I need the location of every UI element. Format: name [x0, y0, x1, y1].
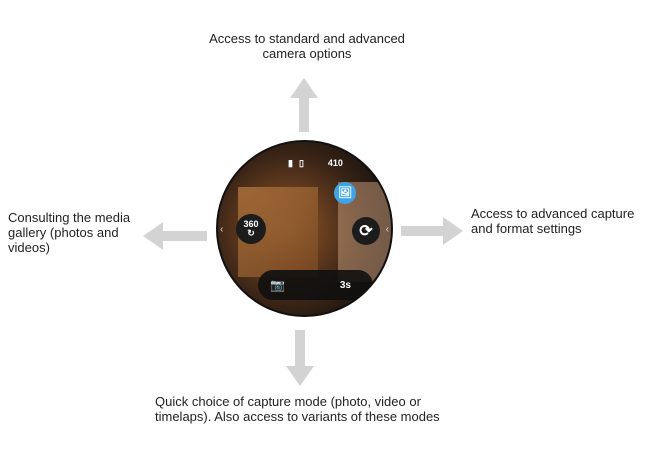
gallery-icon: 🖼	[338, 186, 352, 199]
timer-value: 3s	[339, 279, 351, 291]
battery-icon: ▮	[288, 157, 293, 168]
shots-remaining: 410	[327, 157, 343, 168]
annotation-top: Access to standard and advanced camera o…	[209, 31, 405, 61]
arrow-left-icon	[143, 222, 207, 250]
watch-screen: ▮ ▯ 410 🖼 360↻ ⟳ 📷 3s ‹ ‹	[216, 140, 393, 317]
camera-icon: 📷	[270, 277, 285, 292]
arrow-right-icon	[401, 217, 463, 245]
rotate-360-icon: ↻	[247, 228, 255, 238]
switch-camera-button[interactable]: ⟳	[352, 217, 380, 245]
mode-360-button[interactable]: 360↻	[236, 214, 266, 244]
annotation-left: Consulting the media gallery (photos and…	[8, 210, 131, 255]
arrow-up-icon	[290, 78, 318, 132]
chevron-left-icon[interactable]: ‹	[220, 224, 224, 235]
annotation-right: Access to advanced capture and format se…	[471, 206, 635, 236]
mode-360-label: 360	[243, 219, 259, 229]
capture-mode-bar[interactable]: 📷 3s	[258, 270, 373, 300]
arrow-down-icon	[286, 330, 314, 386]
annotation-bottom: Quick choice of capture mode (photo, vid…	[155, 394, 440, 424]
sd-card-icon: ▯	[298, 157, 304, 168]
gallery-button[interactable]: 🖼	[334, 182, 356, 204]
status-bar: ▮ ▯ 410	[288, 156, 388, 170]
chevron-right-icon[interactable]: ‹	[385, 224, 389, 235]
switch-camera-icon: ⟳	[359, 222, 373, 240]
